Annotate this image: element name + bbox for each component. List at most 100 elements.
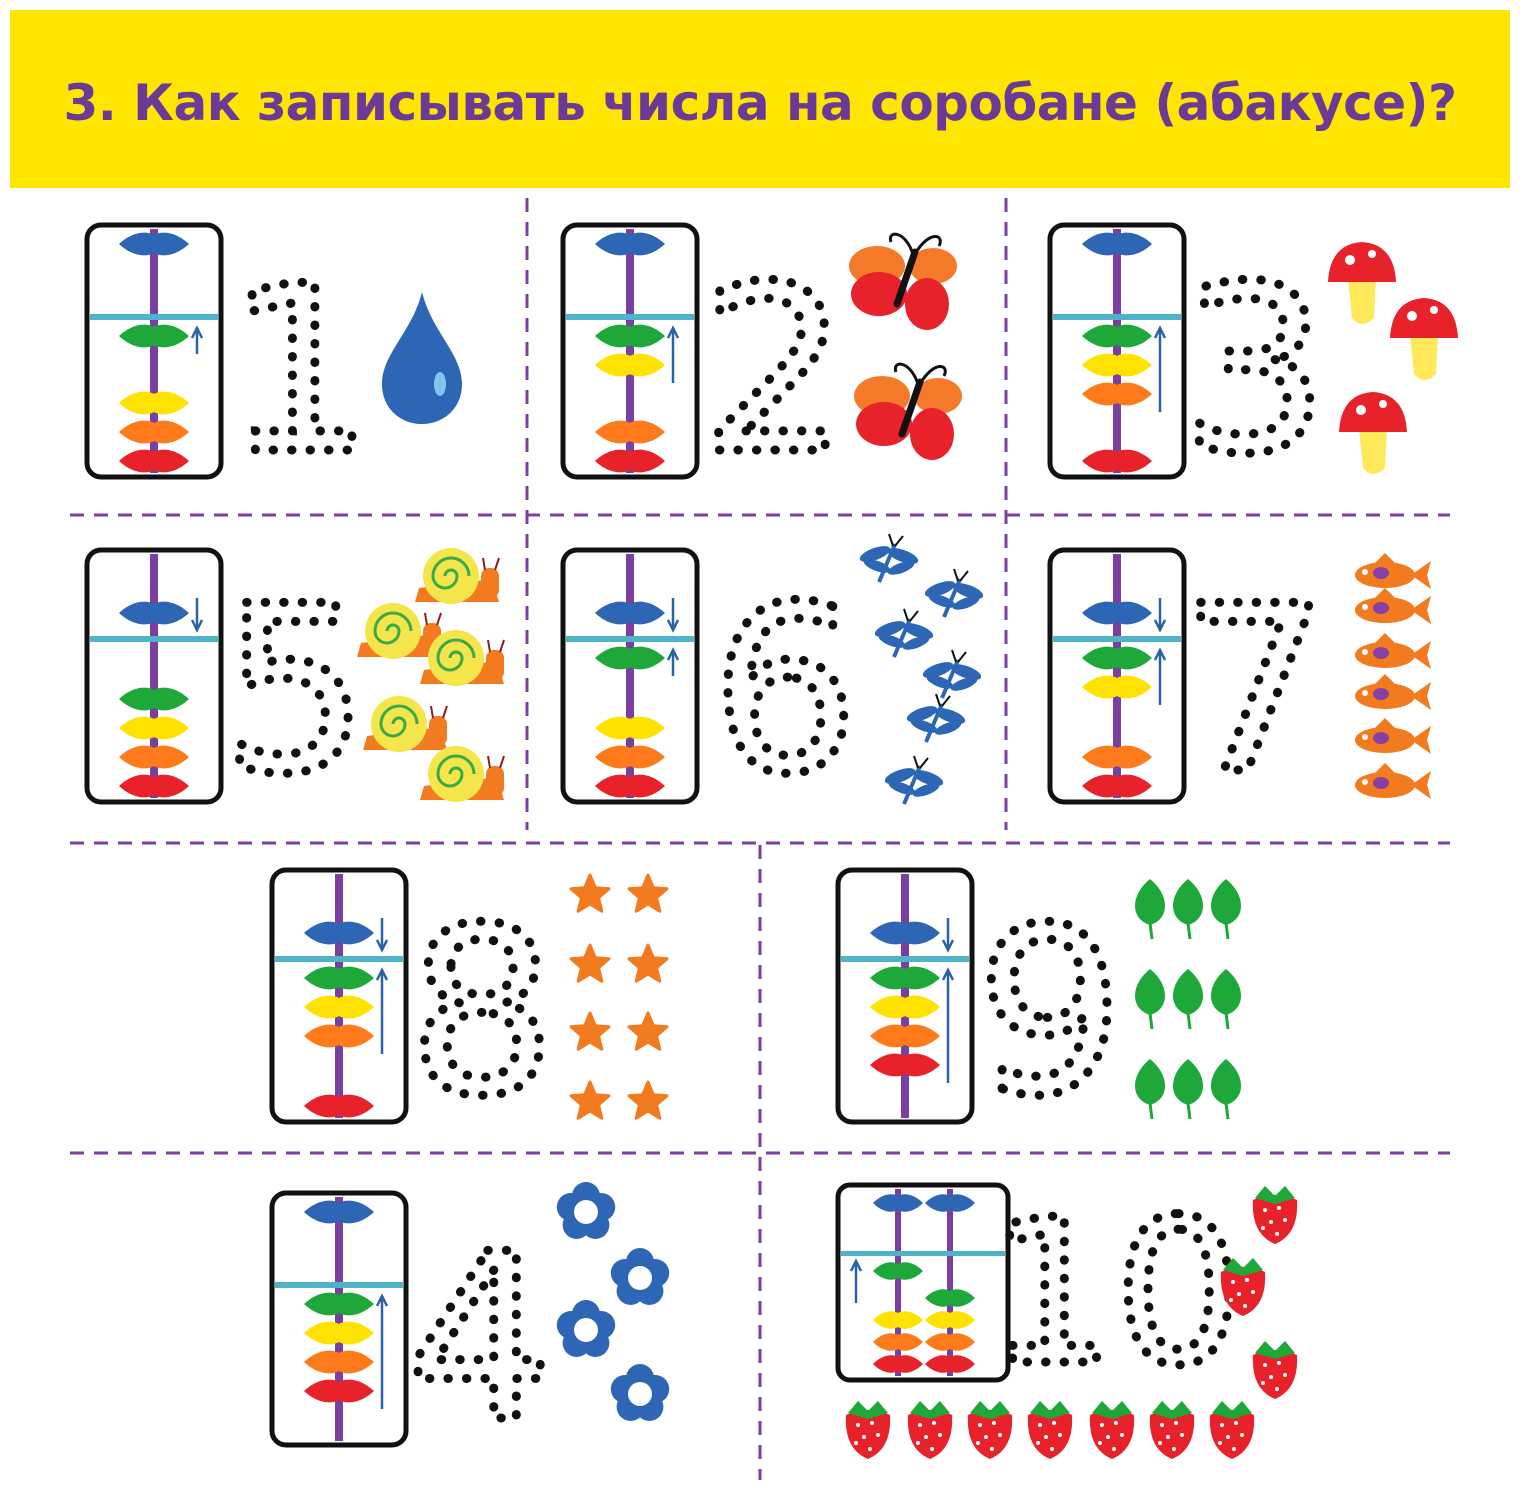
abacus-bead xyxy=(595,646,665,670)
abacus-bead xyxy=(119,420,189,444)
abacus-beam xyxy=(566,636,694,642)
dotted-number: 4 xyxy=(407,1206,553,1473)
abacus-bead xyxy=(870,921,940,945)
strawberry-icon xyxy=(967,1401,1013,1459)
star-icon xyxy=(569,873,611,913)
flower-icon xyxy=(556,1182,616,1239)
abacus-icon xyxy=(560,222,700,480)
abacus-beam xyxy=(90,636,218,642)
abacus-beam xyxy=(275,1282,403,1288)
abacus-bead xyxy=(925,1333,975,1351)
strawberry-icon xyxy=(1089,1401,1135,1459)
abacus-bead xyxy=(870,1053,940,1077)
leaf-icon xyxy=(1173,969,1203,1030)
abacus-bead xyxy=(304,1094,374,1118)
abacus-bead xyxy=(595,232,665,256)
abacus-icon xyxy=(835,867,975,1125)
dotted-number: 5 xyxy=(222,558,368,825)
arrow-head xyxy=(1153,619,1167,633)
fish-icon xyxy=(1355,718,1431,754)
abacus-bead xyxy=(595,353,665,377)
abacus-rod xyxy=(150,229,158,473)
abacus-icon xyxy=(560,547,700,805)
abacus-bead xyxy=(304,966,374,990)
abacus-bead xyxy=(595,449,665,473)
arrow-head xyxy=(849,1258,863,1272)
strawberry-icon xyxy=(1252,1341,1298,1399)
dotted-number: 1 xyxy=(227,238,373,505)
abacus-bead xyxy=(595,324,665,348)
dragonfly-icon xyxy=(859,533,919,583)
dotted-number: 3 xyxy=(1182,238,1328,505)
dragonfly-icon xyxy=(874,608,934,658)
dragonfly-icon xyxy=(922,649,982,699)
snail-icon xyxy=(420,746,505,802)
arrow-head xyxy=(190,325,204,339)
abacus-icon xyxy=(269,1190,409,1448)
star-icon xyxy=(627,943,669,983)
abacus-bead xyxy=(873,1194,923,1212)
water-drop-icon xyxy=(382,292,462,424)
snail-icon xyxy=(420,630,505,686)
abacus-rod xyxy=(901,874,909,1118)
arrow-head xyxy=(1153,325,1167,339)
leaf-icon xyxy=(1173,1059,1203,1120)
abacus-bead xyxy=(925,1355,975,1373)
abacus-bead xyxy=(1082,232,1152,256)
abacus-bead xyxy=(119,774,189,798)
star-icon xyxy=(627,1011,669,1051)
snail-icon xyxy=(415,548,500,604)
abacus-bead xyxy=(595,745,665,769)
abacus-bead xyxy=(1082,353,1152,377)
arrow-head xyxy=(1153,647,1167,661)
dotted-number: 10 xyxy=(988,1177,1243,1410)
flower-icon xyxy=(610,1248,670,1305)
abacus-rod xyxy=(947,1189,953,1376)
abacus-bead xyxy=(1082,449,1152,473)
leaf-icon xyxy=(1135,879,1165,940)
abacus-icon xyxy=(84,547,224,805)
mushroom-icon xyxy=(1328,242,1396,324)
abacus-icon xyxy=(835,1182,1011,1383)
abacus-bead xyxy=(119,745,189,769)
strawberry-icon xyxy=(1027,1401,1073,1459)
arrow-head xyxy=(941,967,955,981)
abacus-beam xyxy=(275,956,403,962)
abacus-bead xyxy=(925,1289,975,1307)
abacus-bead xyxy=(304,1379,374,1403)
snail-icon xyxy=(363,696,448,752)
arrow-head xyxy=(666,619,680,633)
abacus-icon xyxy=(1047,222,1187,480)
abacus-bead xyxy=(119,324,189,348)
abacus-bead xyxy=(870,1024,940,1048)
arrow-head xyxy=(666,325,680,339)
abacus-rod xyxy=(626,229,634,473)
leaf-icon xyxy=(1211,969,1241,1030)
star-icon xyxy=(627,1080,669,1120)
dotted-number: 9 xyxy=(977,880,1123,1147)
abacus-bead xyxy=(304,1200,374,1224)
abacus-bead xyxy=(304,1024,374,1048)
abacus-bead xyxy=(304,995,374,1019)
abacus-bead xyxy=(595,774,665,798)
star-icon xyxy=(627,873,669,913)
dragonfly-icon xyxy=(924,568,984,618)
arrow-head xyxy=(666,647,680,661)
abacus-bead xyxy=(595,420,665,444)
strawberry-icon xyxy=(907,1401,953,1459)
title-banner: 3. Как записывать числа на соробане (аба… xyxy=(10,10,1510,188)
abacus-bead xyxy=(1082,324,1152,348)
dotted-number: 7 xyxy=(1182,558,1328,825)
abacus-bead xyxy=(1082,601,1152,625)
dotted-number: 2 xyxy=(702,238,848,505)
abacus-beam xyxy=(841,1251,1005,1256)
abacus-bead xyxy=(119,716,189,740)
abacus-bead xyxy=(925,1311,975,1329)
abacus-beam xyxy=(90,314,218,320)
leaf-icon xyxy=(1135,1059,1165,1120)
abacus-bead xyxy=(304,1350,374,1374)
fish-icon xyxy=(1355,588,1431,624)
abacus-rod xyxy=(150,554,158,798)
page-title: 3. Как записывать числа на соробане (аба… xyxy=(63,74,1457,132)
snail-icon xyxy=(357,603,442,659)
